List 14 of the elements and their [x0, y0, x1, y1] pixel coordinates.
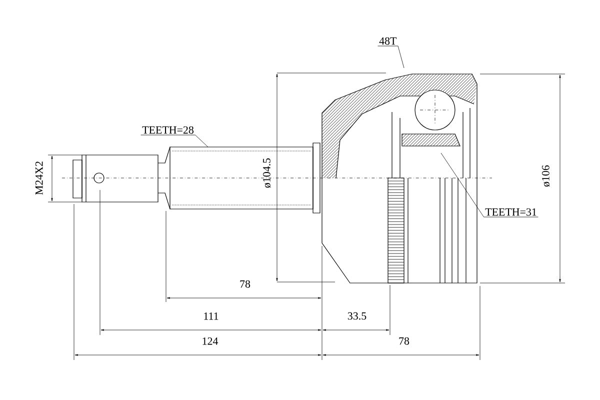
- callout-label: 48T: [378, 37, 398, 46]
- dimension-label: M24X2: [35, 162, 43, 195]
- dimension-label: ø104.5: [262, 158, 271, 188]
- dimension-label: 78: [240, 280, 250, 288]
- callout-label: TEETH=31: [484, 208, 538, 218]
- leader-line: [398, 46, 404, 68]
- dimension-label: ø106: [542, 165, 550, 187]
- leader-line: [195, 134, 208, 148]
- leader-line: [440, 152, 484, 218]
- dimension-label: 124: [202, 337, 218, 345]
- callout-label: TEETH=28: [140, 126, 196, 136]
- dimension-label: 33.5: [348, 312, 366, 320]
- dimension-label: 78: [399, 337, 410, 345]
- dimension-label: 111: [204, 312, 218, 320]
